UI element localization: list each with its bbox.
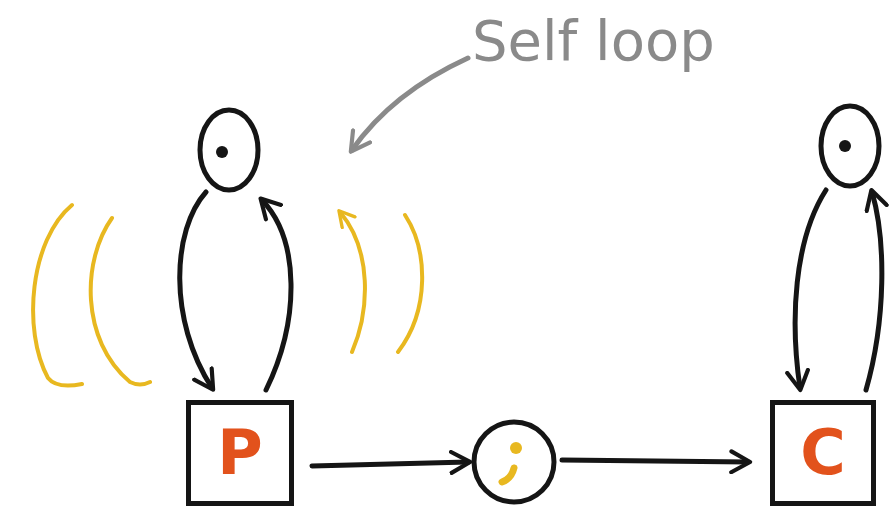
- place-circle: [821, 106, 879, 186]
- token-dot: [510, 442, 522, 454]
- transition-box: C: [770, 400, 876, 506]
- place-circle: [474, 422, 554, 502]
- motion-bracket: [91, 218, 150, 384]
- token-dot: [216, 146, 228, 158]
- motion-brackets: [33, 205, 422, 386]
- arc-arrow: [562, 460, 748, 462]
- pointer-arrow: [352, 58, 468, 150]
- arc-arrow: [866, 192, 882, 390]
- motion-bracket: [340, 212, 365, 352]
- token-dot: [839, 140, 851, 152]
- motion-bracket: [33, 205, 82, 386]
- place-circle: [200, 110, 258, 190]
- transition-letter: P: [217, 422, 262, 484]
- arc-arrow: [180, 192, 212, 388]
- arc-arrow: [312, 462, 468, 466]
- transition-letter: C: [800, 422, 846, 484]
- token-dot: [502, 468, 514, 482]
- annotation-label: Self loop: [472, 10, 715, 72]
- motion-bracket: [398, 215, 422, 352]
- arc-arrow: [795, 190, 826, 388]
- transition-box: P: [186, 400, 294, 506]
- arc-arrow: [262, 200, 291, 390]
